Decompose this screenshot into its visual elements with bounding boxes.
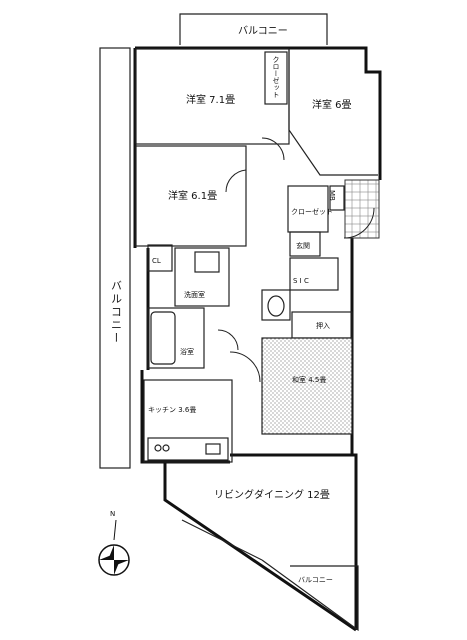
western-room-3-label: 洋室 6.1畳: [168, 189, 217, 202]
balcony-bottom: バルコニー: [261, 559, 359, 632]
compass-icon: N: [98, 510, 130, 576]
bathroom: 浴室: [147, 307, 239, 369]
balcony-left-label: バルコニー: [110, 280, 123, 345]
storage: 押入: [291, 311, 353, 339]
washroom: 洗面室: [174, 247, 230, 307]
balcony-left: バルコニー: [99, 47, 131, 469]
western-room-7-1: クローゼット 洋室 7.1畳: [135, 48, 290, 145]
kitchen: キッチン 3.6畳: [143, 379, 233, 463]
balcony-top: バルコニー: [179, 13, 328, 45]
mb-label: MB: [328, 190, 336, 201]
entrance-label: 玄関: [296, 241, 310, 250]
sic-label: S I C: [293, 277, 309, 285]
closet-2-label: クローゼット: [291, 207, 333, 216]
cl-label: CL: [152, 257, 161, 265]
western-room-6: 洋室 6畳: [288, 49, 378, 176]
living-dining-label: リビングダイニング 12畳: [214, 488, 330, 501]
western-room-2-label: 洋室 6畳: [312, 98, 352, 111]
entrance: 玄関: [289, 179, 380, 257]
washroom-label: 洗面室: [184, 290, 205, 299]
storage-label: 押入: [316, 321, 330, 330]
japanese-room: 和室 4.5畳: [229, 337, 353, 435]
living-dining: リビングダイニング 12畳: [181, 488, 330, 561]
closet-2: クローゼット MB: [287, 185, 345, 233]
balcony-bottom-label: バルコニー: [298, 576, 333, 584]
shoe-closet: S I C: [289, 257, 339, 291]
western-room-1-label: 洋室 7.1畳: [186, 93, 235, 106]
cl: CL: [147, 244, 173, 272]
bathroom-label: 浴室: [180, 347, 194, 356]
balcony-top-label: バルコニー: [238, 25, 288, 37]
toilet: [261, 289, 291, 321]
japanese-room-label: 和室 4.5畳: [292, 375, 326, 384]
kitchen-label: キッチン 3.6畳: [148, 406, 196, 414]
compass-north-label: N: [110, 510, 115, 518]
western-room-6-1: 洋室 6.1畳: [135, 137, 285, 247]
closet-1-label: クローゼット: [272, 56, 280, 98]
